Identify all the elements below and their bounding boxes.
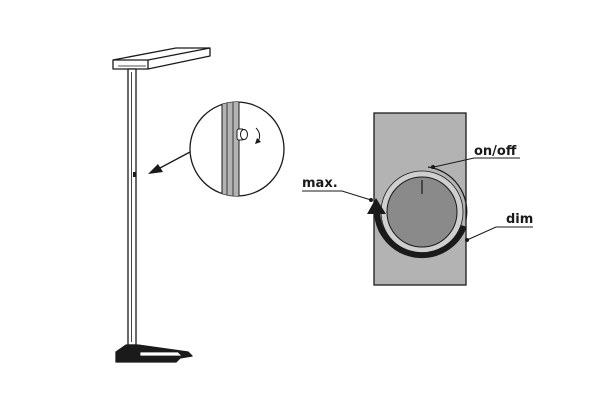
- label-max: max.: [302, 176, 338, 191]
- leader-onoff: [433, 157, 520, 168]
- rotation-hint-icon: [255, 127, 261, 144]
- label-dim: dim: [506, 212, 534, 227]
- leader-lines: [302, 157, 533, 242]
- dial-nub: [236, 128, 248, 141]
- leader-max: [302, 190, 372, 201]
- pointer-arrow: [148, 151, 191, 174]
- dimmer-knob: [386, 176, 458, 248]
- arrow-head: [367, 198, 386, 214]
- lamp-head: [112, 47, 211, 70]
- lamp-base: [115, 344, 193, 363]
- rotary-dimmer-icon: [367, 112, 468, 286]
- leader-dim: [466, 226, 533, 241]
- floor-lamp-icon: [112, 47, 211, 363]
- switch-marker: [133, 172, 136, 177]
- lamp-pole: [127, 68, 137, 346]
- label-on-off: on/off: [474, 144, 517, 159]
- curved-arrow-icon: [374, 212, 467, 259]
- magnifier-detail-icon: [189, 101, 285, 197]
